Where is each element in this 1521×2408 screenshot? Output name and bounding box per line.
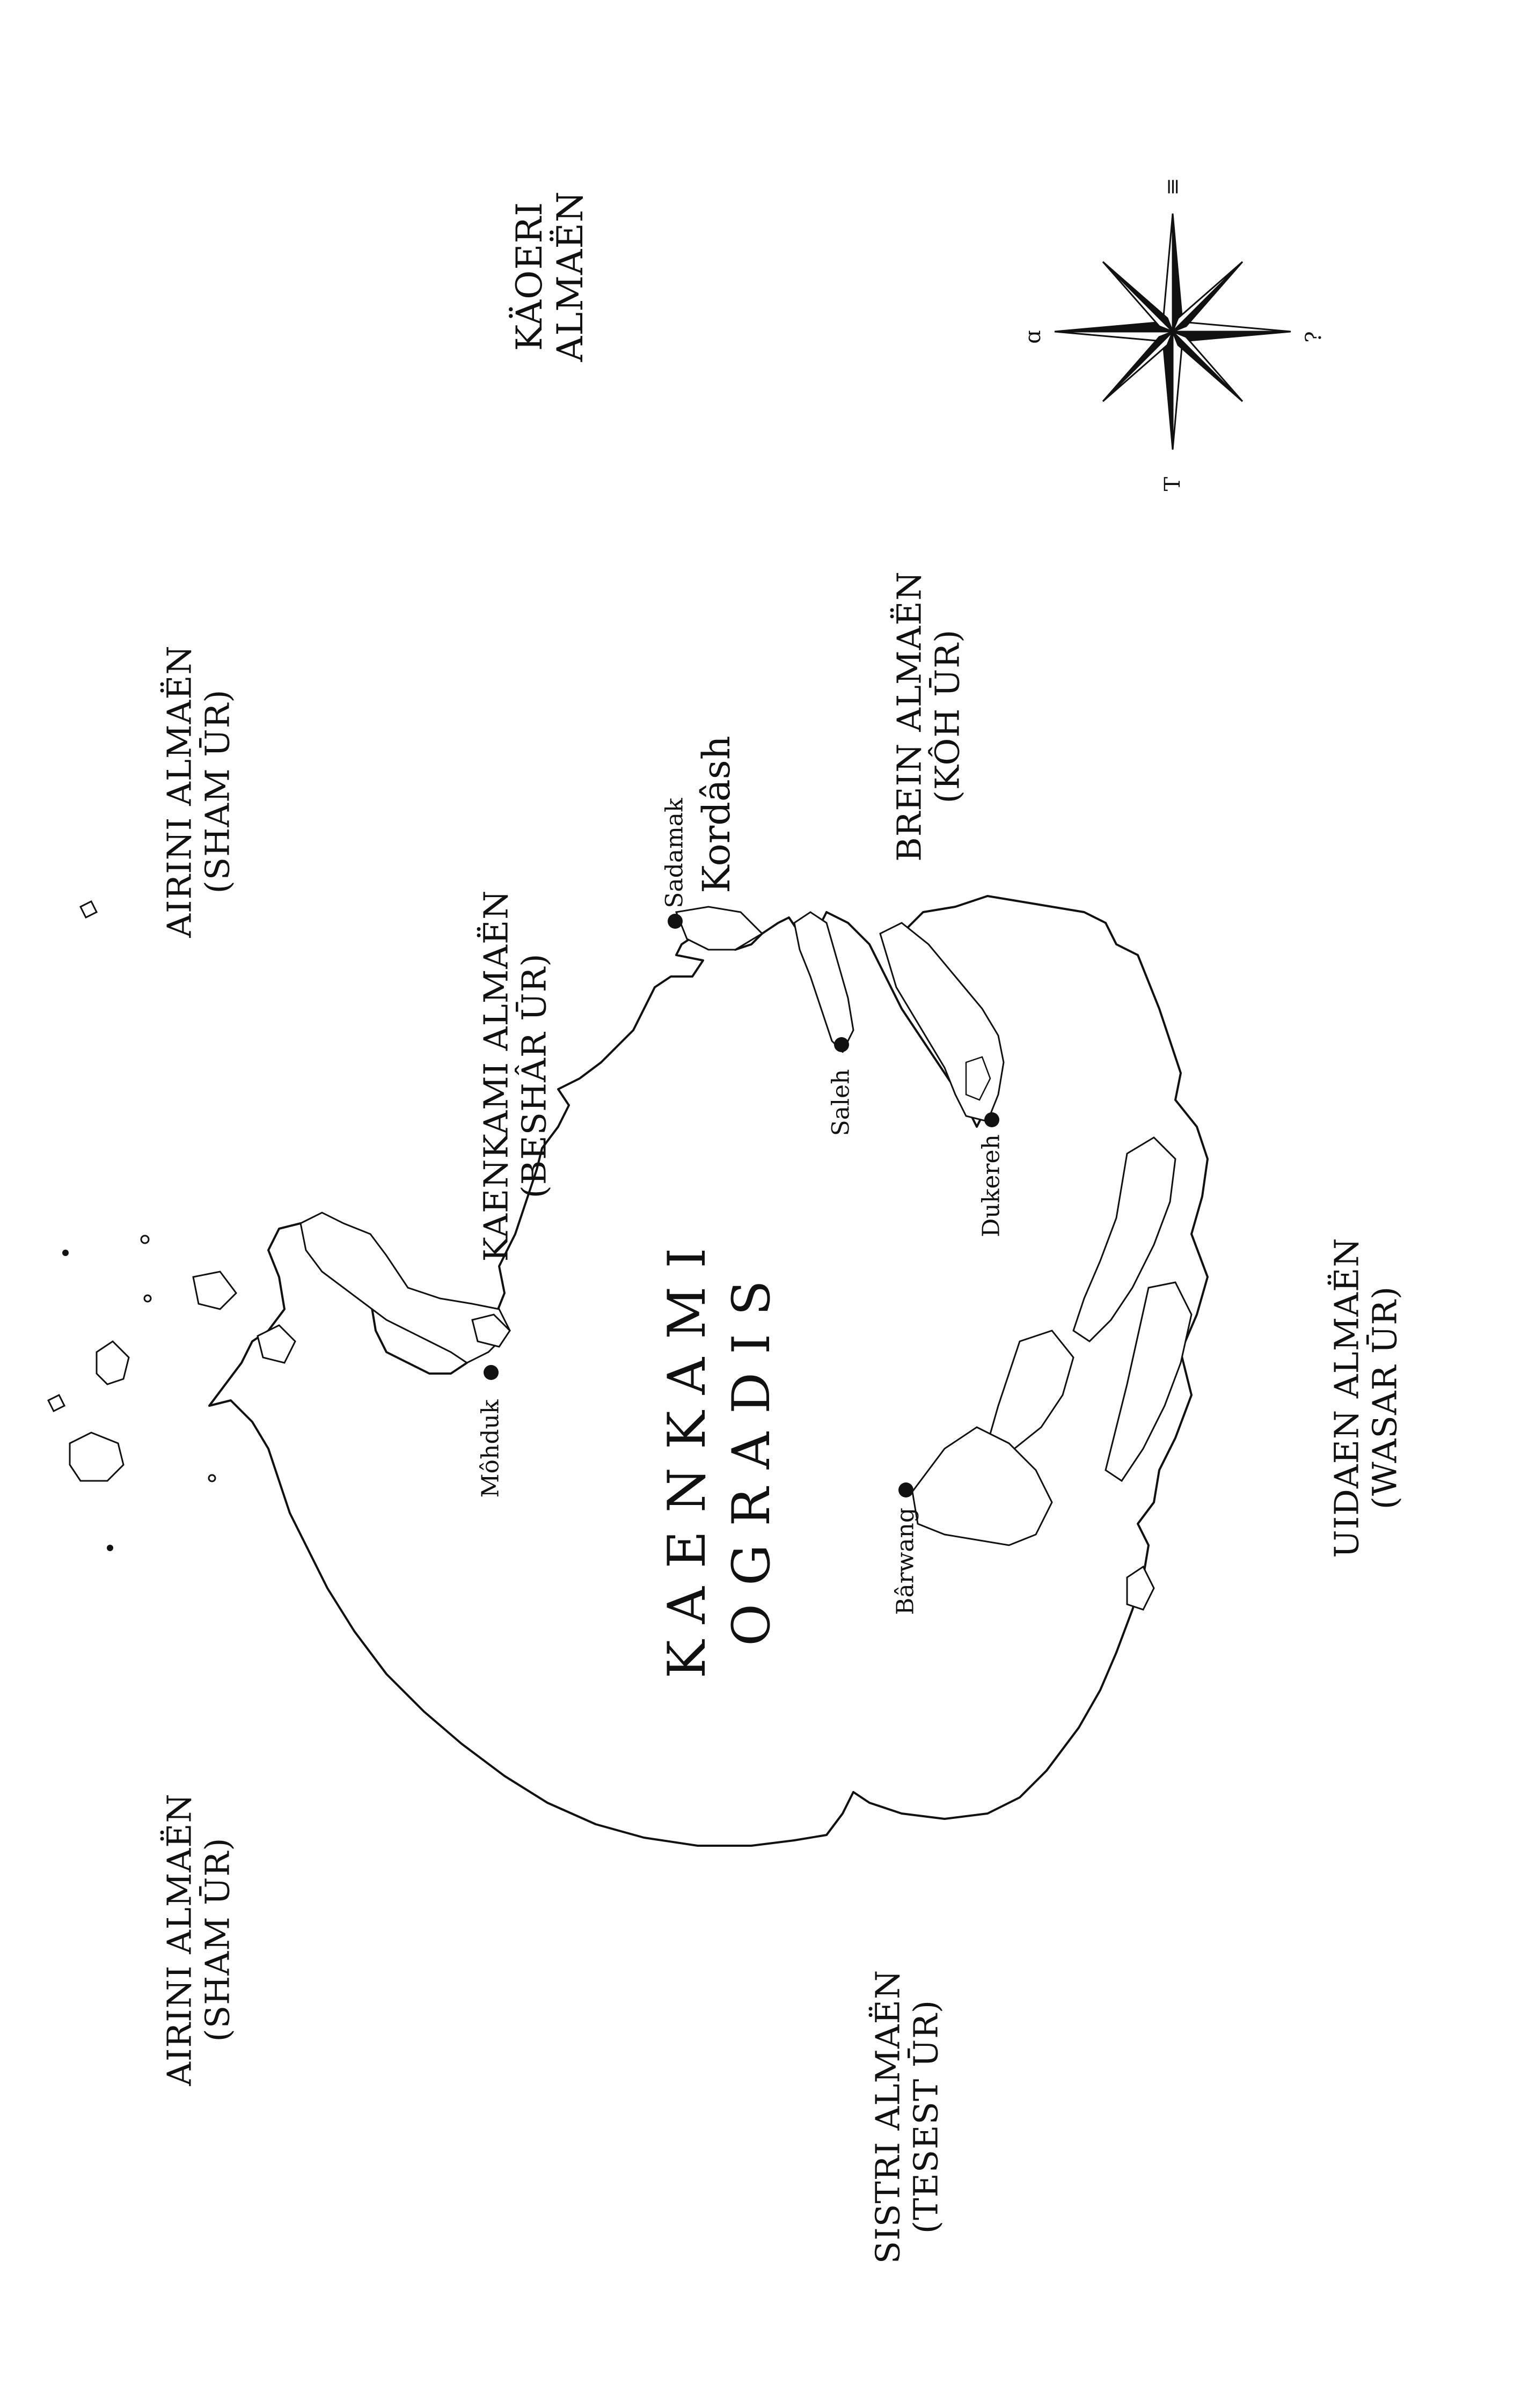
- continent-coastline: [208, 895, 1209, 1847]
- compass-east-glyph: ?: [1301, 331, 1326, 343]
- sea-label-kaenkami-sea: KAENKAMI ALMAËN(BESHÂR ŪR): [476, 890, 554, 1262]
- eastern-island-3: [986, 1330, 1074, 1450]
- kordash-promontory: [675, 906, 764, 951]
- sea-label-uidaen: UIDAEN ALMAËN(WASAR ŪR): [1327, 1237, 1405, 1558]
- dukereh-lagoon: [965, 1056, 991, 1101]
- sea-label-airini-top: AIRINI ALMAËN(SHAM ŪR): [159, 645, 237, 938]
- region-label-kordash: Kordâsh: [694, 736, 738, 893]
- west-islet-1: [62, 1250, 69, 1256]
- west-island-3: [192, 1271, 237, 1310]
- compass-north-glyph: ≡: [1160, 178, 1185, 196]
- town-label-barwang: Bârwang: [891, 1508, 919, 1615]
- dukereh-marker: [984, 1112, 999, 1127]
- eastern-island-2: [1105, 1281, 1193, 1482]
- west-island-1: [96, 1340, 130, 1385]
- saleh-marker: [834, 1037, 849, 1052]
- west-island-6: [79, 900, 98, 919]
- sea-label-sistri: SISTRI ALMAËN(TESEST ŪR): [868, 1969, 946, 2264]
- west-island-4: [257, 1324, 296, 1364]
- eastern-island-1: [1072, 1136, 1176, 1342]
- west-islet-4: [107, 1545, 113, 1551]
- compass-rose: [1054, 213, 1291, 450]
- sea-label-airini-bottom: AIRINI ALMAËN(SHAM ŪR): [159, 1793, 237, 2086]
- town-label-sadamak: Sadamak: [661, 798, 689, 908]
- town-label-mohduk: Môhduk: [477, 1399, 504, 1498]
- mohduk-marker: [484, 1365, 499, 1380]
- west-island-5: [47, 1393, 66, 1413]
- compass-west-glyph: ɑ: [1021, 330, 1045, 344]
- barwang-marker: [898, 1482, 913, 1497]
- mohduk-peninsula: [299, 1212, 511, 1364]
- sea-label-brein: BREIN ALMAËN(KÔH ŪR): [889, 571, 967, 862]
- barwang-coast: [911, 1426, 1053, 1546]
- town-label-saleh: Saleh: [827, 1069, 855, 1136]
- sadamak-marker: [668, 914, 683, 929]
- west-islet-2: [140, 1235, 150, 1244]
- west-islet-5: [208, 1474, 216, 1482]
- town-label-dukereh: Dukereh: [977, 1134, 1005, 1237]
- southeast-island: [1126, 1565, 1155, 1611]
- mohduk-inner-island: [471, 1313, 511, 1348]
- compass-south-glyph: T: [1160, 476, 1185, 491]
- west-islet-3: [143, 1294, 152, 1303]
- west-island-2: [69, 1431, 125, 1482]
